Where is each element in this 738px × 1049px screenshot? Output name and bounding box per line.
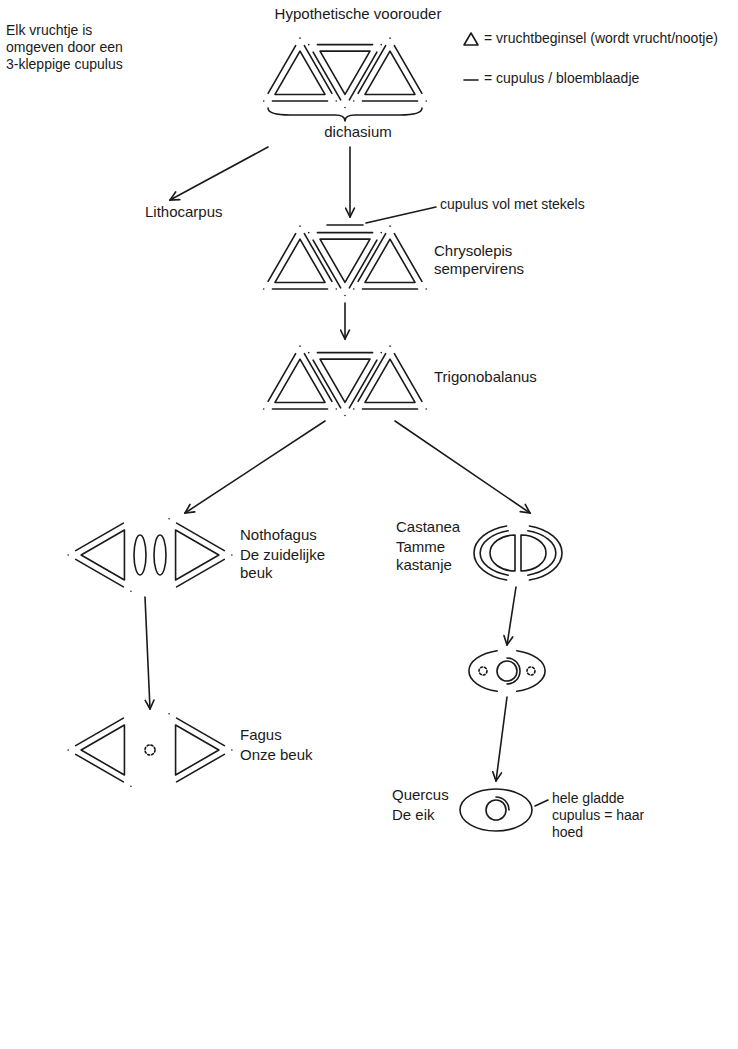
taxon: FagusOnze beuk: [66, 712, 356, 788]
nut: [486, 800, 506, 820]
quercus-drawing: [460, 789, 548, 831]
legend-text: = cupulus / bloemblaadje: [484, 70, 724, 88]
taxon-name: Lithocarpus: [145, 203, 275, 221]
legend-sample: [462, 31, 480, 47]
taxon: Nothofagus De zuidelijke beuk: [66, 516, 356, 594]
taxon: Quercus De eik: [390, 784, 534, 834]
common-name: Tamme kastanje: [396, 538, 468, 574]
taxon: Chrysolepis sempervirens: [262, 220, 562, 300]
cupule-valve: [517, 651, 545, 692]
evolution-arrow: [170, 147, 268, 200]
taxon-name: Trigonobalanus: [434, 368, 584, 386]
evolution-arrow: [507, 587, 516, 645]
ovary-cupule: [264, 226, 337, 289]
evolution-arrow: [185, 421, 325, 513]
castanea-drawing: [474, 526, 562, 580]
nut: [134, 535, 146, 575]
ovary-cupule: [354, 346, 427, 409]
ovary-cupule: [309, 353, 382, 416]
taxon-name: Castanea: [396, 518, 468, 536]
legend-symbol: [464, 79, 478, 81]
legend-symbol: [464, 33, 478, 45]
common-name: De eik: [392, 806, 454, 824]
chrysolepis-drawing: [264, 207, 436, 295]
intermediate-form: [468, 648, 548, 694]
reduced-flower: [145, 745, 155, 755]
common-name: dichasium: [256, 123, 460, 141]
legend-sample: [462, 71, 480, 87]
common-name: Onze beuk: [240, 746, 352, 764]
nut: [490, 535, 515, 571]
evolution-arrow: [395, 421, 530, 513]
ovary-cupule: [354, 38, 427, 101]
evolution-arrow: [344, 303, 346, 339]
nothofagus-drawing: [68, 519, 232, 592]
ovary-cupule: [169, 519, 232, 592]
common-name: De zuidelijke beuk: [240, 546, 352, 582]
ovary-cupule: [169, 714, 232, 787]
nut-ring: [496, 797, 509, 810]
ancestor-taxon: Hypothetische voorouder dichasium: [256, 4, 462, 144]
callout-note: cupulus vol met stekels: [440, 196, 630, 213]
taxon-name: Nothofagus: [240, 526, 352, 544]
ovary-cupule: [68, 519, 131, 592]
ovary-cupule: [264, 346, 337, 409]
taxon: Trigonobalanus: [262, 342, 586, 418]
side-note: Elk vruchtje is omgeven door een 3-klepp…: [6, 22, 130, 72]
legend-item: = vruchtbeginsel (wordt vrucht/nootje): [462, 30, 724, 48]
leader-line: [535, 800, 548, 806]
evolution-arrow: [145, 597, 150, 709]
taxon-name: Quercus: [392, 786, 454, 804]
ovary-cupule: [309, 233, 382, 296]
evolution-arrow: [496, 697, 507, 781]
taxon-name: Chrysolepis sempervirens: [434, 242, 556, 278]
nut: [154, 535, 166, 575]
legend-item: = cupulus / bloemblaadje: [462, 70, 724, 88]
nut: [521, 535, 546, 571]
taxon-name: Hypothetische voorouder: [256, 5, 460, 23]
nut-ring: [507, 658, 520, 684]
ovary-cupule: [354, 226, 427, 289]
trigonobalanus-drawing: [264, 346, 427, 415]
smooth-cupule: [460, 789, 532, 831]
callout-note: hele gladde cupulus = haar hoed: [552, 790, 656, 840]
taxon-name: Fagus: [240, 726, 352, 744]
leader-line: [366, 207, 436, 223]
nut: [497, 661, 517, 681]
ancestor-drawing: [264, 38, 427, 121]
reduced-flower: [527, 667, 535, 675]
reduced-flower: [479, 667, 487, 675]
intermediate-drawing: [469, 651, 545, 692]
brace: [268, 108, 422, 121]
ovary-cupule: [264, 38, 337, 101]
cupule-valve: [469, 651, 497, 692]
spiny-cupule: [327, 224, 363, 226]
ovary-cupule: [68, 714, 131, 787]
ovary-cupule: [309, 45, 382, 108]
taxon: CastaneaTamme kastanje: [394, 516, 558, 584]
taxon-name: Lithocarpus: [145, 203, 277, 225]
evolution-arrow: [349, 147, 351, 217]
fagus-drawing: [68, 714, 232, 787]
legend-text: = vruchtbeginsel (wordt vrucht/nootje): [484, 30, 724, 48]
